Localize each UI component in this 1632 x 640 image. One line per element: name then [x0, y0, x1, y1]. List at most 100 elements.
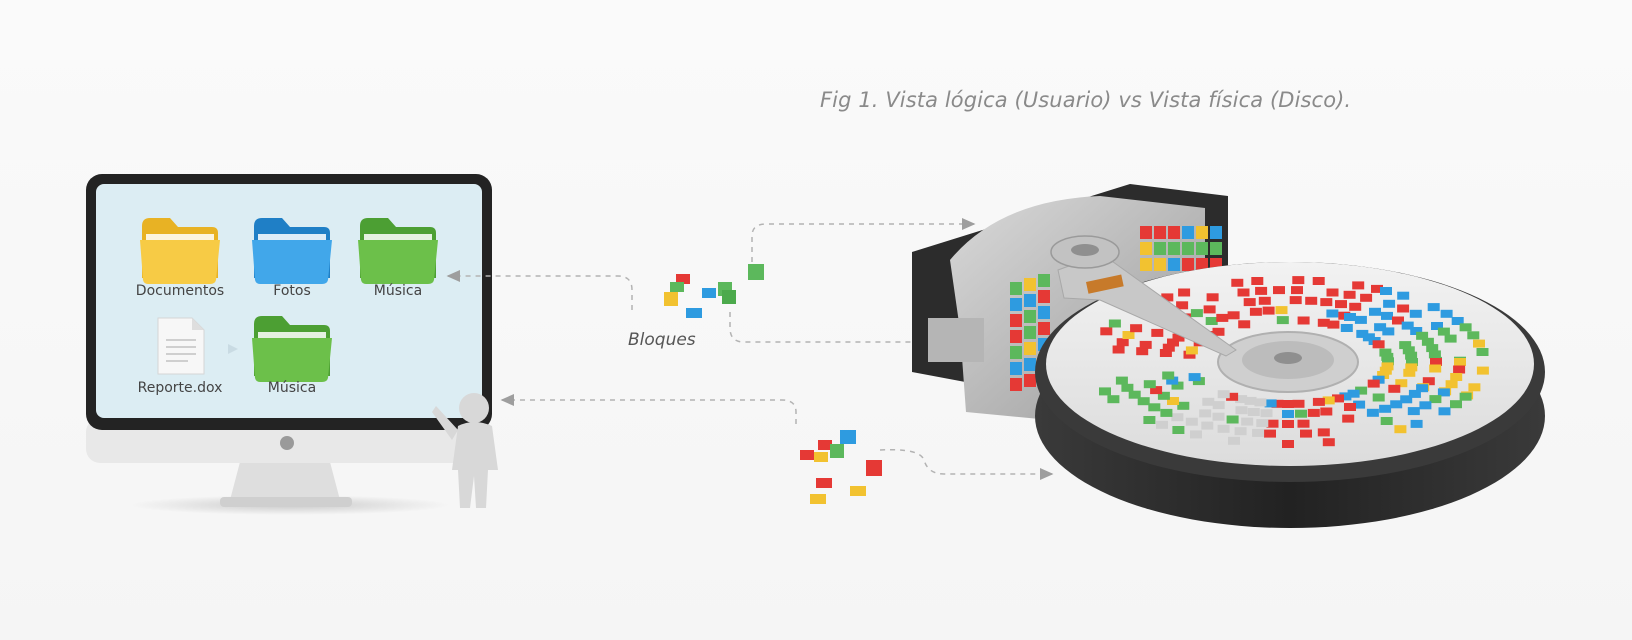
folder-musica-2-icon — [252, 316, 332, 382]
sector-block — [1320, 407, 1333, 416]
drive-connector — [928, 318, 984, 362]
sector-block — [1154, 258, 1166, 271]
sector-block — [1160, 408, 1173, 417]
sector-block — [1024, 326, 1036, 339]
sector-block — [1367, 379, 1380, 388]
sector-block — [1317, 318, 1330, 327]
sector-block — [1380, 417, 1393, 425]
sector-block — [1185, 346, 1198, 355]
sector-block — [1143, 380, 1156, 389]
sector-block — [1168, 258, 1180, 271]
sector-block — [1148, 403, 1161, 412]
sector-block — [1380, 287, 1392, 295]
sector-block — [1444, 334, 1457, 343]
sector-block — [1206, 293, 1219, 302]
sector-block — [1010, 378, 1022, 391]
sector-block — [1438, 407, 1451, 416]
sector-block — [1343, 290, 1356, 299]
sector-block — [1201, 421, 1214, 430]
sector-block — [1271, 399, 1284, 408]
sector-block — [1282, 410, 1294, 418]
sector-block — [1305, 296, 1318, 305]
sector-block — [1203, 305, 1216, 314]
sector-block — [1171, 413, 1184, 422]
sector-block — [1010, 314, 1022, 327]
sector-block — [1409, 309, 1422, 318]
sector-block — [1010, 298, 1022, 311]
sector-block — [1342, 414, 1355, 423]
sector-block — [1249, 307, 1262, 316]
sector-block — [1379, 348, 1392, 357]
sector-block — [1429, 364, 1442, 373]
sector-block — [1210, 242, 1222, 255]
sector-block — [1137, 397, 1150, 406]
sector-block — [1121, 383, 1134, 392]
sector-block — [1340, 324, 1353, 332]
sector-block — [1099, 387, 1111, 396]
sector-block — [1140, 226, 1152, 239]
sector-block — [1312, 277, 1325, 285]
sector-block — [1238, 320, 1251, 329]
sector-block — [1379, 366, 1392, 375]
monitor-stand — [230, 462, 340, 500]
sector-block — [1405, 363, 1418, 372]
sector-block — [1167, 397, 1179, 405]
sector-block — [1401, 321, 1414, 330]
sector-block — [1295, 409, 1307, 418]
sector-block — [1196, 226, 1208, 239]
sector-block — [1437, 388, 1450, 397]
sector-block — [1403, 368, 1416, 377]
sector-block — [1307, 408, 1320, 417]
sector-block — [1399, 341, 1412, 350]
label-documentos: Documentos — [135, 283, 225, 299]
sector-block — [1226, 392, 1239, 401]
sector-block — [1264, 399, 1277, 408]
sector-block — [1182, 226, 1194, 239]
sector-block — [1374, 323, 1387, 332]
sector-block — [1450, 400, 1462, 409]
sector-block — [1327, 320, 1340, 329]
sector-block — [1108, 319, 1121, 328]
user-figure-icon — [432, 393, 498, 508]
figure-caption: Fig 1. Vista lógica (Usuario) vs Vista f… — [820, 88, 1352, 112]
sector-block — [1024, 342, 1036, 355]
sector-block — [1312, 397, 1325, 406]
sector-block — [1273, 286, 1285, 295]
sector-block — [1366, 408, 1379, 417]
sector-block — [1372, 393, 1385, 402]
sector-block — [1416, 384, 1429, 393]
sector-block — [1183, 350, 1196, 359]
folder-musica-icon — [358, 218, 438, 284]
label-musica-2: Música — [267, 380, 317, 396]
sector-block — [1227, 311, 1240, 320]
sector-block — [1476, 366, 1489, 375]
folder-fotos-icon — [252, 218, 332, 284]
label-musica: Música — [373, 283, 423, 299]
sector-block — [1122, 331, 1135, 339]
sector-block — [1390, 400, 1403, 409]
sector-block — [1339, 392, 1352, 401]
sector-block — [1010, 346, 1022, 359]
arrow-to-platter — [879, 448, 1054, 480]
sector-block — [1182, 242, 1194, 255]
sector-block — [1252, 428, 1265, 437]
sector-block — [1410, 419, 1423, 428]
sector-block — [1010, 330, 1022, 343]
sector-block — [1244, 396, 1257, 405]
sector-block — [1107, 395, 1120, 404]
sector-block — [1292, 399, 1305, 408]
sector-block — [1038, 322, 1050, 335]
sector-block — [1168, 226, 1180, 239]
sector-block — [1168, 242, 1180, 255]
sector-block — [1010, 282, 1022, 295]
sector-block — [1297, 419, 1310, 428]
sector-block — [1300, 429, 1312, 438]
sector-block — [1205, 317, 1218, 325]
sector-block — [1347, 389, 1360, 398]
sector-block — [1260, 409, 1273, 418]
sector-block — [1171, 381, 1184, 390]
sector-block — [1024, 294, 1036, 307]
sector-block — [1388, 384, 1401, 393]
sector-block — [1235, 406, 1248, 415]
sector-block — [1178, 288, 1191, 297]
